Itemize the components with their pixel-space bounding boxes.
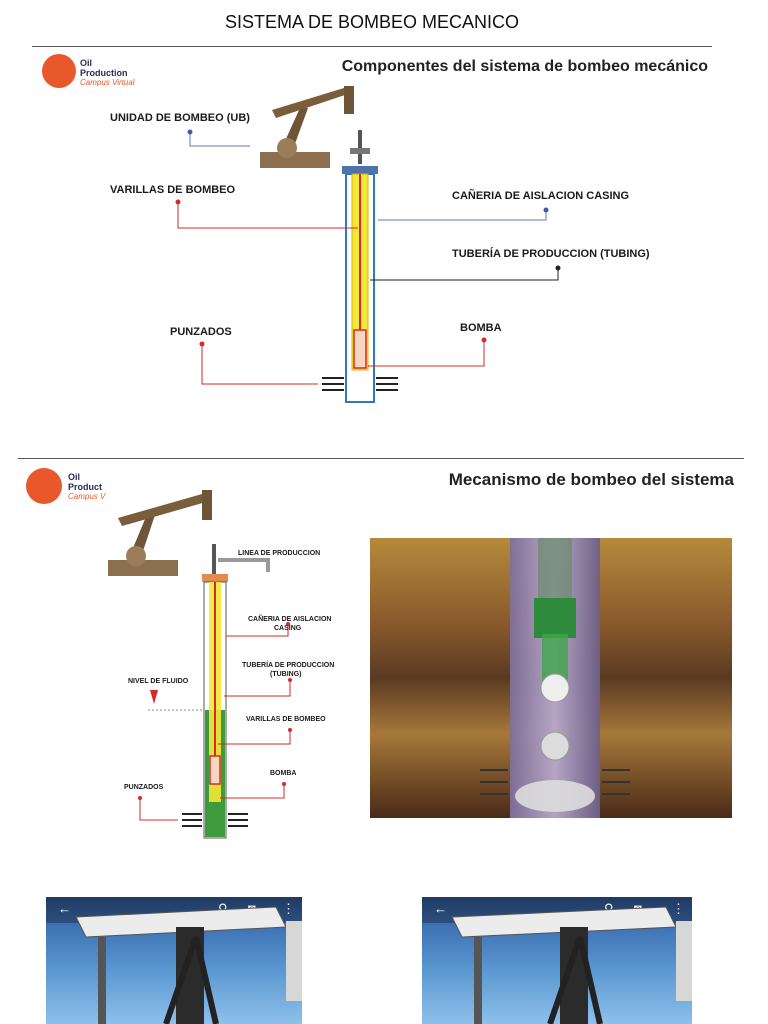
- label-tubing: TUBERÍA DE PRODUCCION (TUBING): [452, 248, 650, 260]
- label-punzados: PUNZADOS: [170, 326, 232, 338]
- pump-mechanism-render: [370, 538, 732, 818]
- middle-divider: [18, 458, 744, 459]
- label-tubing-1: TUBERÍA DE PRODUCCION: [242, 662, 335, 669]
- label-varillas: VARILLAS DE BOMBEO: [246, 716, 326, 723]
- search-icon[interactable]: ⚲: [604, 901, 614, 916]
- top-divider: [32, 46, 712, 47]
- label-casing: CAÑERIA DE AISLACION CASING: [452, 190, 630, 202]
- logo-globe-icon: [42, 54, 76, 88]
- logo: Oil Production Campus Virtual: [40, 52, 160, 92]
- label-tubing-2: (TUBING): [270, 671, 302, 678]
- slide-title: Componentes del sistema de bombeo mecáni…: [341, 58, 708, 75]
- document-title: SISTEMA DE BOMBEO MECANICO: [224, 12, 520, 32]
- wellbore-diagram: [175, 86, 561, 403]
- menu-icon[interactable]: ⋮: [282, 901, 295, 916]
- back-icon[interactable]: ←: [58, 901, 71, 916]
- slide-components: Oil Production Campus Virtual Componente…: [32, 48, 722, 420]
- label-punzados: PUNZADOS: [124, 784, 164, 791]
- logo-subtitle: Campus Virtual: [80, 78, 135, 87]
- label-bomba: BOMBA: [460, 322, 502, 334]
- label-casing-1: CAÑERIA DE AISLACION: [248, 616, 332, 623]
- slide-title: Mecanismo de bombeo del sistema: [448, 470, 734, 489]
- logo-text-1: Oil: [68, 472, 81, 482]
- label-bomba: BOMBA: [270, 770, 297, 777]
- pump-jack-icon: [260, 86, 354, 168]
- pump-jack-photo: [451, 906, 692, 1024]
- label-varillas: VARILLAS DE BOMBEO: [110, 184, 236, 196]
- wellbore-fluid-diagram: [108, 490, 292, 839]
- logo-text-2: Product: [68, 482, 103, 492]
- back-icon[interactable]: ←: [434, 901, 447, 916]
- label-nivel-fluido: NIVEL DE FLUIDO: [128, 678, 189, 685]
- logo-text-1: Oil: [80, 58, 93, 68]
- logo-subtitle: Campus V: [68, 492, 106, 501]
- pump-jack-icon: [108, 490, 212, 576]
- logo-text-2: Production: [80, 68, 128, 78]
- search-icon[interactable]: ⚲: [218, 901, 228, 916]
- label-unidad-bombeo: UNIDAD DE BOMBEO (UB): [110, 112, 250, 124]
- perforations-icon: [322, 377, 398, 391]
- photo-right[interactable]: ← ⚲ ◙ ⋮: [422, 897, 692, 1024]
- photo-left[interactable]: ← ⚲ ◙ ⋮: [46, 897, 302, 1024]
- pump-jack-photo: [75, 906, 302, 1024]
- label-casing-2: CASING: [274, 625, 302, 632]
- logo-globe-icon: [26, 468, 62, 504]
- menu-icon[interactable]: ⋮: [672, 901, 685, 916]
- logo: Oil Product Campus V: [24, 464, 124, 504]
- label-linea-produccion: LINEA DE PRODUCCION: [238, 550, 321, 557]
- slide-mechanism: Oil Product Campus V Mecanismo de bombeo…: [18, 460, 748, 850]
